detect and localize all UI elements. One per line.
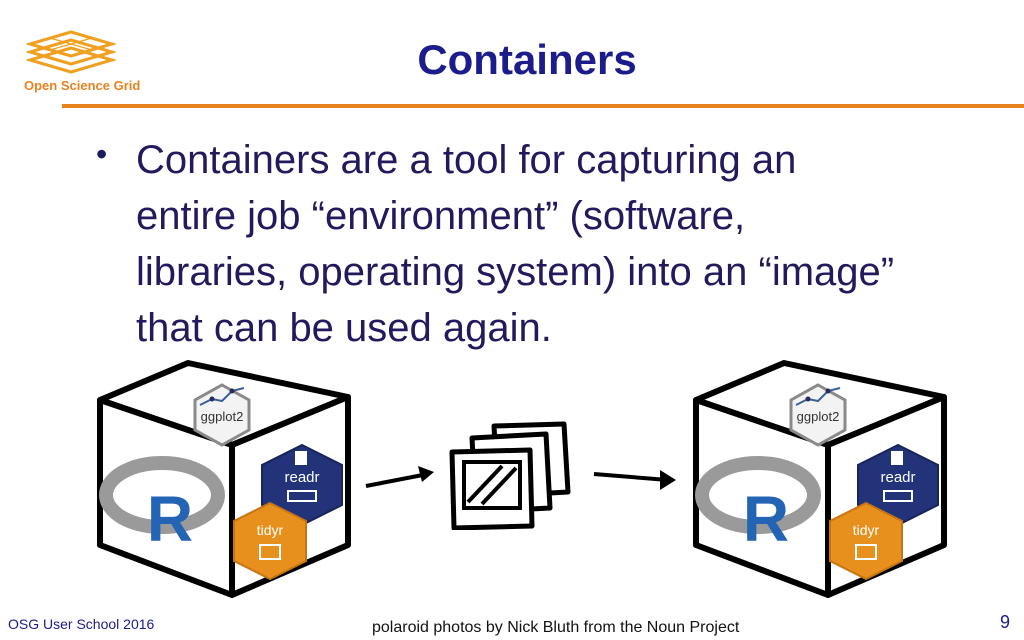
polaroid-photos-icon	[446, 420, 574, 535]
tidyr-label: tidyr	[853, 522, 880, 538]
osg-stacked-grid-logo-icon	[26, 30, 116, 74]
osg-logo: Open Science Grid	[22, 30, 162, 100]
slide-title: Containers	[417, 36, 637, 83]
r-logo-letter: R	[147, 483, 193, 555]
ggplot2-hex-icon: ggplot2	[193, 383, 251, 447]
footer-credit: polaroid photos by Nick Bluth from the N…	[372, 619, 740, 636]
tidyr-label: tidyr	[257, 522, 284, 538]
r-logo-icon: R	[99, 456, 225, 555]
r-logo-letter: R	[743, 483, 789, 555]
bullet-dot: •	[96, 136, 108, 172]
right-arrow-icon	[590, 462, 680, 501]
page-number: 9	[1000, 612, 1011, 632]
title-divider	[62, 104, 1024, 108]
footer-event-name: OSG User School 2016	[8, 616, 155, 632]
logo-text: Open Science Grid	[24, 78, 141, 93]
right-arrow-icon	[362, 462, 438, 501]
right-container-cube: ggplot2 readr tidyr R	[688, 355, 952, 610]
ggplot2-label: ggplot2	[797, 409, 840, 424]
readr-label: readr	[880, 469, 915, 486]
left-container-cube: ggplot2 readr tidyr R	[92, 355, 356, 610]
ggplot2-label: ggplot2	[201, 409, 244, 424]
bullet-item: Containers are a tool for capturing an e…	[136, 138, 895, 350]
ggplot2-hex-icon: ggplot2	[789, 383, 847, 447]
tidyr-hex-icon: tidyr	[233, 501, 307, 581]
readr-label: readr	[284, 469, 319, 486]
readr-hex-icon: readr	[857, 443, 939, 527]
tidyr-hex-icon: tidyr	[829, 501, 903, 581]
r-logo-icon: R	[695, 456, 821, 555]
